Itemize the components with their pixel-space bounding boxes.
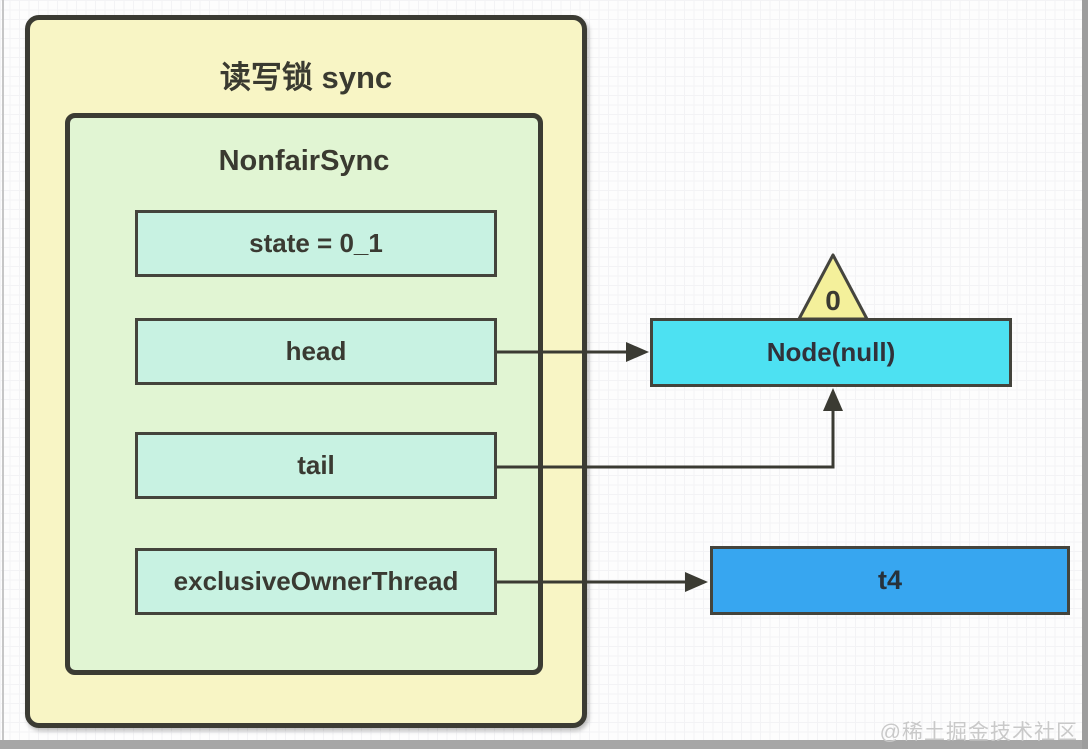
field-exclusive-owner-thread: exclusiveOwnerThread	[135, 548, 497, 615]
field-state: state = 0_1	[135, 210, 497, 277]
page-bottom-edge	[0, 740, 1088, 749]
field-exclusive-owner-thread-label: exclusiveOwnerThread	[173, 566, 459, 596]
readwrite-lock-sync-title: 读写锁 sync	[219, 60, 393, 95]
arrowhead-eot-to-t4	[685, 572, 708, 592]
page-right-edge	[1082, 0, 1088, 749]
watermark-text: @稀土掘金技术社区	[879, 721, 1078, 744]
node-null-label: Node(null)	[766, 337, 896, 367]
t4-label: t4	[877, 565, 902, 595]
nonfairsync-title: NonfairSync	[218, 145, 390, 177]
t4-box: t4	[710, 546, 1070, 615]
field-head: head	[135, 318, 497, 385]
node-badge-value: 0	[825, 285, 841, 316]
node-badge-triangle-icon: 0	[797, 253, 869, 321]
arrowhead-head-to-node	[626, 342, 649, 362]
page-left-edge	[2, 0, 4, 749]
arrowhead-tail-to-node	[823, 388, 843, 411]
node-null-box: Node(null)	[650, 318, 1012, 387]
field-state-label: state = 0_1	[249, 228, 383, 258]
field-tail: tail	[135, 432, 497, 499]
field-head-label: head	[285, 336, 347, 366]
field-tail-label: tail	[297, 450, 335, 480]
